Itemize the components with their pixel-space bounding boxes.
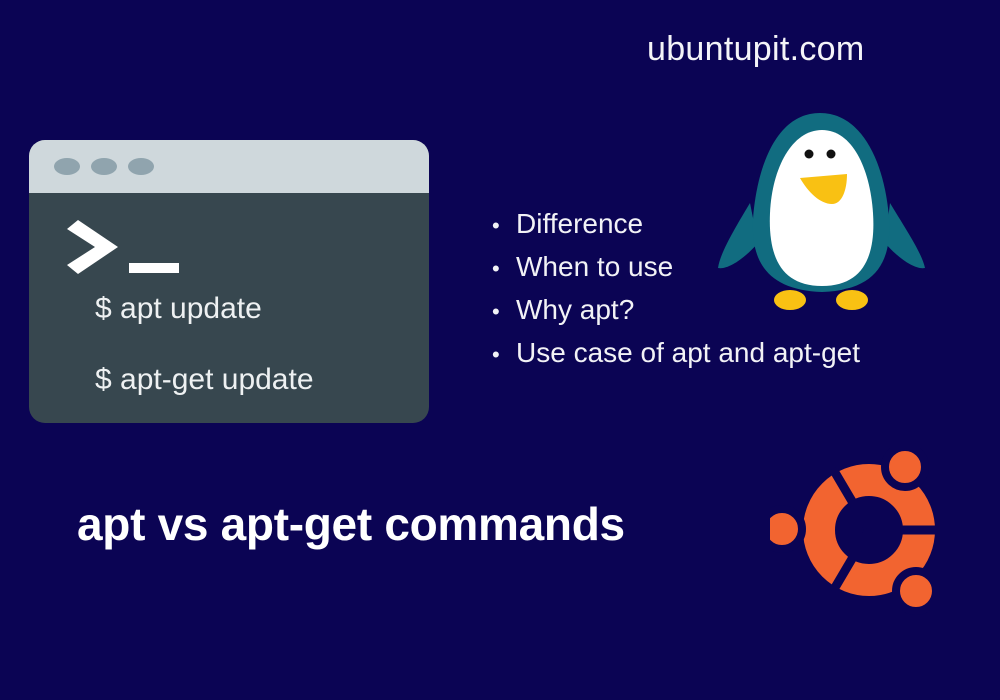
list-item: •Why apt? (492, 289, 860, 332)
prompt-chevron-icon (67, 220, 118, 274)
window-dot-icon (91, 158, 117, 175)
list-item: •Difference (492, 203, 860, 246)
command-apt-update: $ apt update (95, 292, 262, 325)
headline: apt vs apt-get commands (77, 498, 625, 550)
terminal-window: $ apt update $ apt-get update (29, 140, 429, 423)
bullet-icon: • (492, 299, 500, 324)
penguin-icon (718, 113, 925, 312)
window-dot-icon (54, 158, 80, 175)
window-dot-icon (128, 158, 154, 175)
list-item: •Use case of apt and apt-get (492, 332, 860, 375)
list-item: •When to use (492, 246, 860, 289)
site-domain: ubuntupit.com (647, 30, 865, 68)
topic-list: •Difference •When to use •Why apt? •Use … (492, 203, 860, 375)
ubuntu-logo-icon (770, 448, 940, 615)
command-apt-get-update: $ apt-get update (95, 363, 314, 396)
bullet-icon: • (492, 213, 500, 238)
terminal-title-bar (29, 140, 429, 193)
bullet-icon: • (492, 342, 500, 367)
bullet-icon: • (492, 256, 500, 281)
prompt-cursor-icon (129, 263, 179, 273)
